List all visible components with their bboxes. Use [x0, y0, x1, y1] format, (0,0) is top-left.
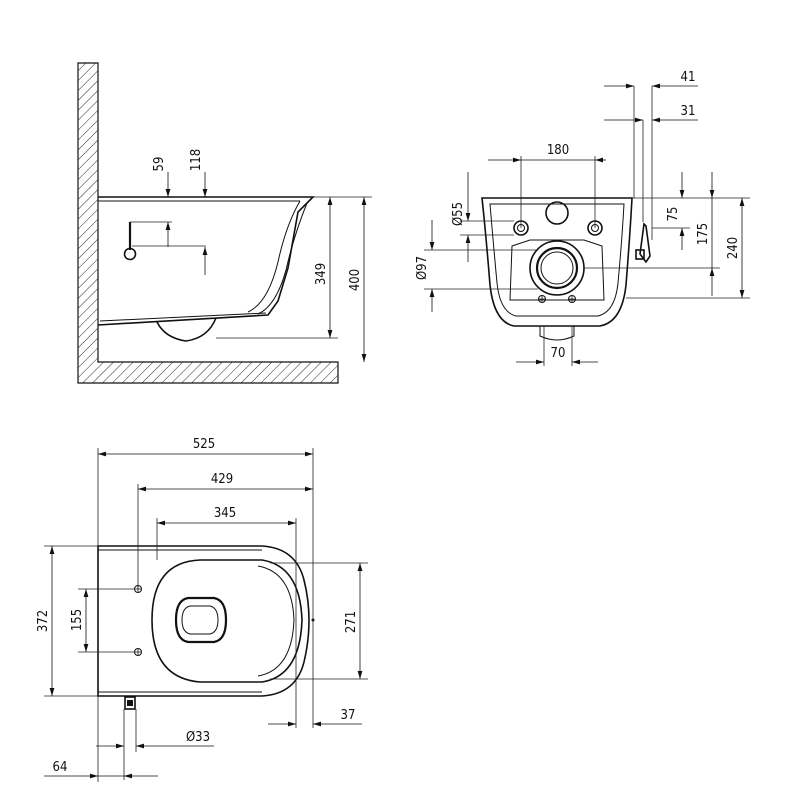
dim-400-label: 400 — [348, 269, 363, 291]
dim-345-label: 345 — [214, 506, 236, 521]
front-bowl-outline — [481, 197, 633, 327]
bowl-seat-edge-1 — [247, 200, 301, 313]
dim-37-label: 37 — [341, 708, 356, 723]
dim-64-label: 64 — [53, 760, 68, 775]
bowl-bottom-edge — [99, 312, 267, 322]
top-inlet-fitting — [124, 696, 136, 710]
dim-240-label: 240 — [726, 237, 741, 259]
dim-59-label: 59 — [152, 157, 167, 172]
dim-372-label: 372 — [36, 610, 51, 632]
top-bowl-outline — [97, 545, 310, 697]
top-view: 525 429 345 372 155 271 37 Ø33 — [36, 437, 368, 782]
dim-175-label: 175 — [696, 223, 711, 245]
top-seat-inner — [257, 565, 295, 677]
dim-429-label: 429 — [211, 472, 233, 487]
dim-525-label: 525 — [193, 437, 215, 452]
top-bowl-inner — [181, 605, 219, 635]
inlet-opening — [545, 201, 569, 225]
front-bowl-inner — [489, 203, 625, 317]
dim-55-label: Ø55 — [451, 202, 466, 226]
dim-118-label: 118 — [189, 149, 204, 171]
bowl-outline — [97, 196, 315, 326]
dim-33-label: Ø33 — [186, 730, 210, 745]
drain-stub — [539, 326, 575, 341]
drain-elbow — [156, 317, 217, 342]
dim-271-label: 271 — [344, 611, 359, 633]
dim-75-label: 75 — [666, 207, 681, 222]
wall-hatch — [77, 62, 339, 384]
drain-inner — [540, 251, 574, 285]
dim-41-label: 41 — [681, 70, 696, 85]
inlet-valve — [123, 247, 137, 261]
front-frame — [509, 239, 605, 301]
top-bowl-opening — [174, 596, 228, 644]
side-view: 59 118 349 400 — [77, 62, 372, 384]
dim-70-label: 70 — [551, 346, 566, 361]
dim-349-label: 349 — [314, 263, 329, 285]
dim-155-label: 155 — [70, 609, 85, 631]
dim-97-label: Ø97 — [415, 256, 430, 280]
dim-31-label: 31 — [681, 104, 696, 119]
drain-mid — [535, 246, 579, 290]
valve-body — [635, 249, 645, 260]
front-view: 41 31 180 Ø55 Ø97 75 — [415, 70, 750, 366]
top-inlet-core — [127, 700, 133, 706]
bowl-seat-edge-2 — [257, 202, 308, 315]
dim-180-label: 180 — [547, 143, 569, 158]
side-valve — [639, 222, 651, 264]
